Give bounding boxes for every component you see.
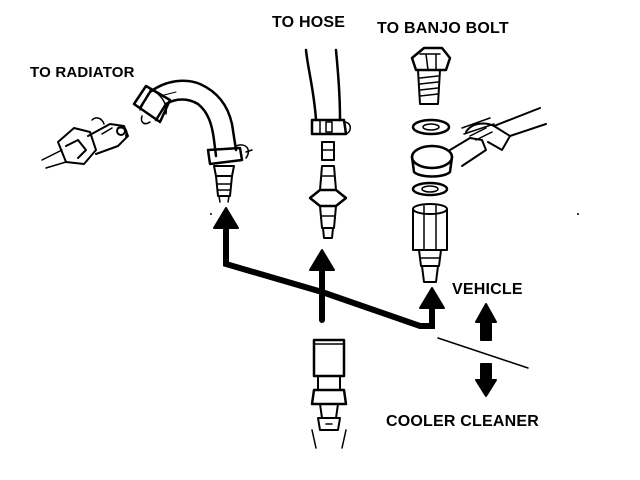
cooler-cleaner-arrow bbox=[475, 363, 497, 397]
banjo-adapter bbox=[412, 203, 448, 283]
vehicle-label: VEHICLE bbox=[452, 281, 523, 298]
upper-washer bbox=[411, 118, 451, 136]
radiator-hose-clamp-upper bbox=[132, 84, 172, 125]
center-hose-clamp bbox=[310, 118, 351, 136]
center-adapter bbox=[308, 141, 348, 239]
radiator-hose-clamp-lower bbox=[206, 144, 253, 166]
arrowhead-to-hose bbox=[309, 249, 335, 271]
radiator-fitting bbox=[41, 117, 129, 169]
center-hose bbox=[304, 48, 342, 122]
lower-washer bbox=[411, 181, 449, 197]
to-radiator-label: TO RADIATOR bbox=[30, 64, 135, 81]
radiator-nipple bbox=[213, 165, 235, 203]
banjo-bolt bbox=[410, 46, 452, 105]
cooler-cleaner-label: COOLER CLEANER bbox=[386, 413, 540, 430]
cooler-cleaner-connector bbox=[310, 338, 348, 449]
vehicle-arrow bbox=[475, 303, 497, 341]
banjo-fitting bbox=[410, 107, 547, 178]
arrowhead-to-radiator bbox=[213, 207, 239, 229]
scan-speck bbox=[577, 213, 579, 215]
to-banjo-bolt-label: TO BANJO BOLT bbox=[377, 20, 509, 37]
arrowhead-to-banjo bbox=[419, 287, 445, 309]
scan-speck bbox=[210, 213, 212, 215]
divider-line bbox=[437, 337, 529, 369]
to-hose-label: TO HOSE bbox=[272, 14, 346, 31]
